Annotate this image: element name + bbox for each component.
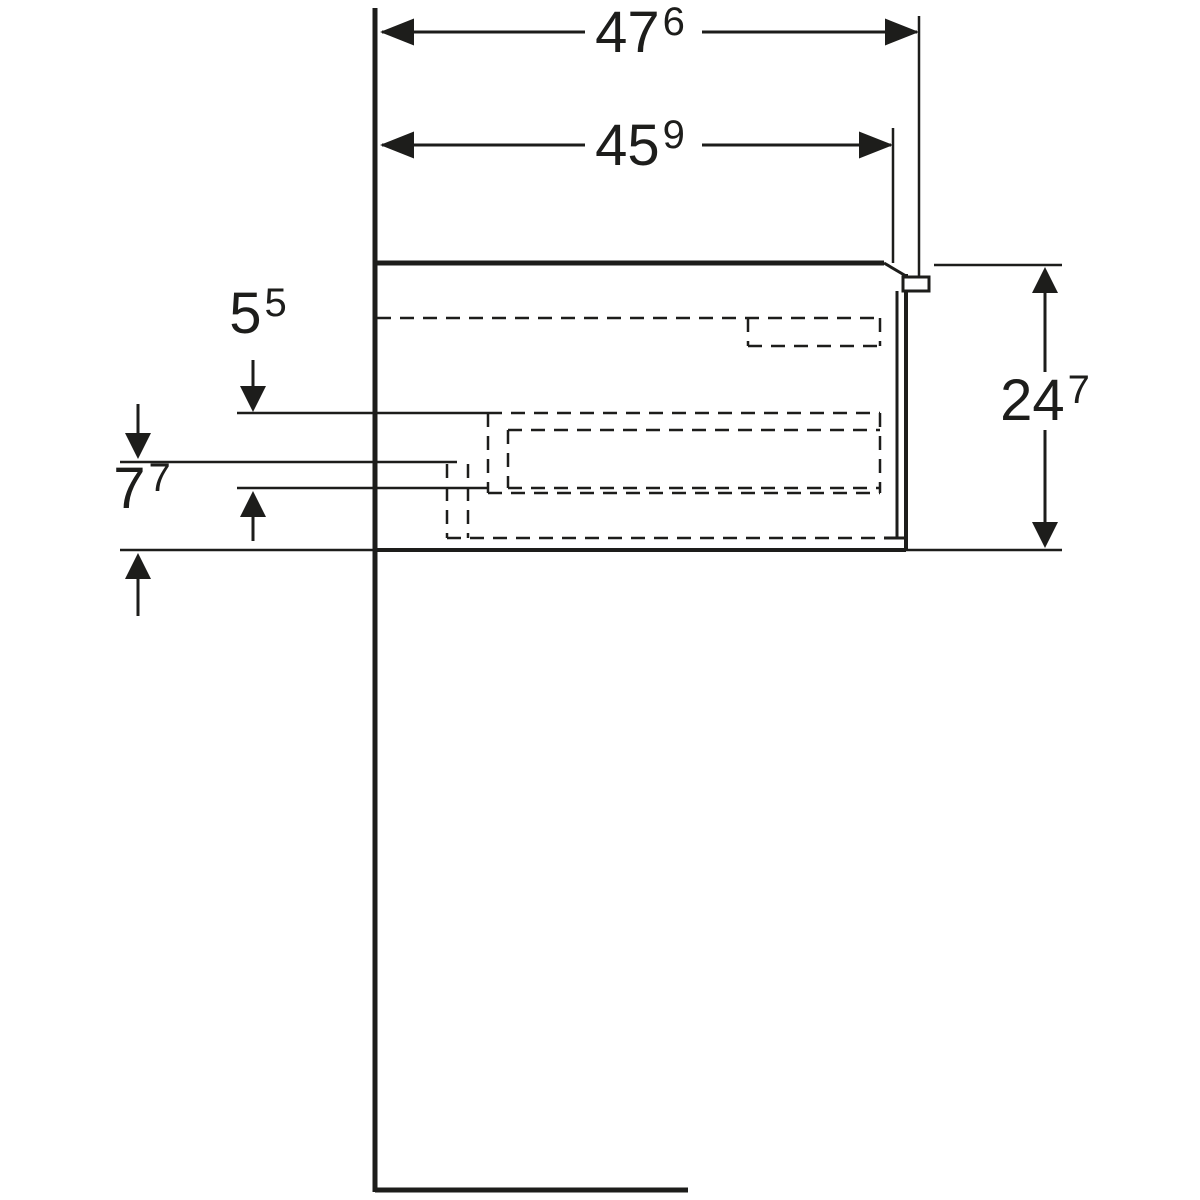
arrowhead-up-icon xyxy=(1032,267,1058,293)
dim-height-label: 247 xyxy=(1000,368,1090,433)
dim-top-offset-label: 55 xyxy=(229,281,287,346)
arrowhead-up-icon xyxy=(240,491,266,517)
arrowhead-up-icon xyxy=(125,553,151,579)
dim-total-width-label: 476 xyxy=(595,0,685,65)
arrowhead-left-icon xyxy=(380,18,414,46)
dimension-height: 247 xyxy=(906,263,1090,552)
wall-and-floor xyxy=(372,8,688,1193)
arrowhead-down-icon xyxy=(1032,522,1058,548)
left-reference-lines xyxy=(120,411,488,552)
hidden-edges xyxy=(377,316,884,540)
dim-basin-width-label: 459 xyxy=(595,113,685,178)
basin-rim-slant xyxy=(883,261,907,278)
arrowhead-left-icon xyxy=(380,131,414,159)
arrowhead-right-icon xyxy=(885,18,919,46)
arrowhead-down-icon xyxy=(240,386,266,412)
cabinet-outline xyxy=(375,260,931,552)
wall-mount-tab xyxy=(901,275,931,293)
dimension-top-offset: 55 xyxy=(229,281,287,541)
dimension-basin-width: 459 xyxy=(380,113,895,263)
dimension-bottom-offset: 77 xyxy=(113,404,171,616)
arrowhead-right-icon xyxy=(859,131,893,159)
arrowhead-down-icon xyxy=(125,433,151,459)
dimension-total-width: 476 xyxy=(380,0,921,289)
dim-bottom-offset-label: 77 xyxy=(113,456,171,521)
